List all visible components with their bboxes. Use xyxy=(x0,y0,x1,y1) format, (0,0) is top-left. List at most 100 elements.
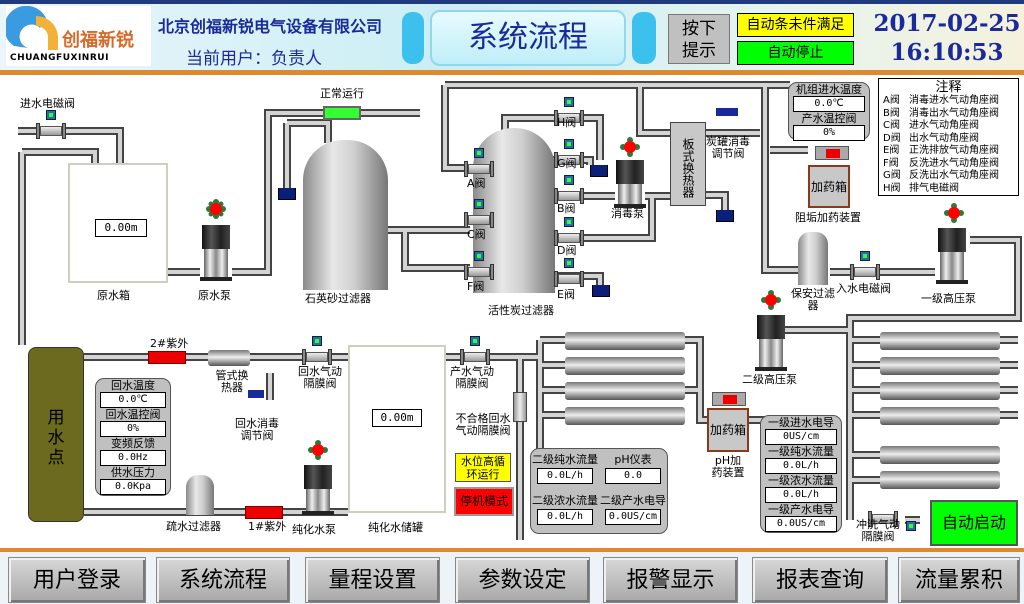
valve-b-label: B阀 xyxy=(557,202,576,215)
return-diaphragm-label: 回水气动隔膜阀 xyxy=(298,365,342,390)
header-divider xyxy=(0,70,1024,75)
legend-desc: 反洗出水气动角座阀 xyxy=(909,170,999,181)
hp-pump-2[interactable] xyxy=(755,315,787,371)
logo-text-cn: 创福新锐 xyxy=(62,30,134,51)
nav-button-4[interactable]: 参数设定 xyxy=(455,557,590,603)
legend-key: A阀 xyxy=(883,95,900,106)
logo-text-en: CHUANGFUXINRUI xyxy=(10,53,109,63)
nav-button-3[interactable]: 量程设置 xyxy=(305,557,440,603)
hint-button[interactable]: 按下提示 xyxy=(668,14,730,64)
ph-dosing-motor-icon xyxy=(712,392,746,406)
raw-pump-status-icon xyxy=(206,199,226,219)
valve-a[interactable] xyxy=(462,148,496,177)
legend-item: E阀正洗排放气动角座阀 xyxy=(883,145,1014,158)
return-panel-value: 0.0Hz xyxy=(100,450,166,466)
flush-diaphragm-label: 冲洗气动隔膜阀 xyxy=(856,518,900,543)
legend-desc: 反洗进水气动角座阀 xyxy=(909,157,999,169)
stage1-panel-value: 0.0US/cm xyxy=(765,516,837,532)
raw-water-pump[interactable] xyxy=(200,225,232,281)
hp-pump-2-status-icon xyxy=(761,290,781,310)
nav-button-1[interactable]: 用户登录 xyxy=(8,557,146,603)
stage1-panel-label: 一级产水电导 xyxy=(768,503,834,516)
legend-key: F阀 xyxy=(883,157,899,169)
antiscale-dosing-motor-icon xyxy=(815,146,849,160)
nav-button-5[interactable]: 报警显示 xyxy=(603,557,738,603)
return-panel-label: 回水温控阀 xyxy=(105,408,161,421)
security-filter xyxy=(798,232,828,285)
carbon-filter-label: 活性炭过滤器 xyxy=(488,304,554,317)
legend-key: G阀 xyxy=(883,170,901,181)
disinfect-pump-label: 消毒泵 xyxy=(611,207,644,220)
pure-pump-status-icon xyxy=(308,440,328,460)
stage1-panel-label: 一级进水电导 xyxy=(768,416,834,429)
stage2-label: 二级浓水流量 xyxy=(532,494,598,507)
valve-d-label: D阀 xyxy=(557,244,577,257)
title-deco-right xyxy=(632,12,656,64)
valve-e[interactable] xyxy=(552,258,586,287)
valve-g[interactable] xyxy=(552,139,586,168)
inlet-solenoid-valve[interactable] xyxy=(34,110,68,139)
logo-mark-icon xyxy=(4,5,58,50)
legend-desc: 排气电磁阀 xyxy=(909,182,959,194)
legend-key: H阀 xyxy=(883,182,901,194)
return-diaphragm-valve[interactable] xyxy=(300,336,334,365)
nav-button-6[interactable]: 报表查询 xyxy=(752,557,888,603)
ph-dosing-label: pH加药装置 xyxy=(711,454,745,479)
product-diaphragm-valve[interactable] xyxy=(458,336,492,365)
title-deco-left xyxy=(402,12,424,64)
hp-pump-1[interactable] xyxy=(936,228,968,284)
stage2-value: 0.0US/cm xyxy=(605,509,661,525)
high-level-loop-status: 水位高循环运行 xyxy=(455,453,511,482)
valve-h[interactable] xyxy=(552,97,586,126)
carbon-disinfect-valve-actuator-icon[interactable] xyxy=(716,108,738,116)
drain-beaker xyxy=(278,188,296,200)
inlet-water-solenoid-label: 入水电磁阀 xyxy=(836,282,891,295)
drain-filter xyxy=(186,475,214,515)
reject-diaphragm-valve[interactable] xyxy=(513,392,527,422)
legend-item: G阀反洗出水气动角座阀 xyxy=(883,170,1014,183)
return-panel-label: 供水压力 xyxy=(111,466,155,479)
stage2-value: 0.0 xyxy=(605,468,661,484)
auto-start-button[interactable]: 自动启动 xyxy=(930,500,1018,546)
valve-b[interactable] xyxy=(552,175,586,204)
inlet-water-solenoid-valve[interactable] xyxy=(848,251,882,280)
nav-button-2[interactable]: 系统流程 xyxy=(156,557,290,603)
reject-diaphragm-label: 不合格回水气动隔膜阀 xyxy=(455,412,511,437)
legend-key: C阀 xyxy=(883,120,900,131)
hp-pump-1-label: 一级高压泵 xyxy=(921,292,976,305)
current-user: 当前用户：负责人 xyxy=(186,44,322,69)
valve-f[interactable] xyxy=(462,251,496,280)
inlet-temp-label: 机组进水温度 xyxy=(796,83,862,96)
pure-water-pump[interactable] xyxy=(302,465,334,515)
hp-pump-1-status-icon xyxy=(944,203,964,223)
nav-button-7[interactable]: 流量累积 xyxy=(898,557,1020,603)
ro-membrane-stage1 xyxy=(880,382,1000,400)
ro-membrane-stage1 xyxy=(880,357,1000,375)
flush-diaphragm-valve[interactable] xyxy=(866,511,916,531)
stage1-panel-value: 0.0L/h xyxy=(765,487,837,503)
valve-d[interactable] xyxy=(552,217,586,246)
disinfect-pump[interactable] xyxy=(614,160,646,208)
ro-membrane-stage2 xyxy=(565,332,685,350)
date-display: 2017-02-25 xyxy=(873,10,1021,37)
carbon-filter-tank xyxy=(473,128,555,293)
company-name: 北京创福新锐电气设备有限公司 xyxy=(158,17,383,36)
legend-item: F阀反洗进水气动角座阀 xyxy=(883,158,1014,171)
pure-tank-level: 0.00m xyxy=(372,409,422,427)
stage2-cell: 二级产水电导 0.0US/cm xyxy=(599,494,667,533)
legend-desc: 进水气动角座阀 xyxy=(909,120,979,131)
inlet-temp-value: 0.0℃ xyxy=(793,96,865,112)
current-user-value: 负责人 xyxy=(271,49,322,69)
valve-c[interactable] xyxy=(462,199,496,228)
stop-mode-button[interactable]: 停机模式 xyxy=(454,487,514,516)
stage2-label: 二级产水电导 xyxy=(600,494,666,507)
unit-temperature-panel: 机组进水温度 0.0℃ 产水温控阀 0% xyxy=(788,82,870,141)
return-disinfect-valve-actuator-icon[interactable] xyxy=(248,390,264,398)
drain-beaker xyxy=(716,210,734,222)
valve-f-label: F阀 xyxy=(467,280,485,293)
legend-key: E阀 xyxy=(883,145,900,156)
ro-membrane-stage2 xyxy=(565,382,685,400)
